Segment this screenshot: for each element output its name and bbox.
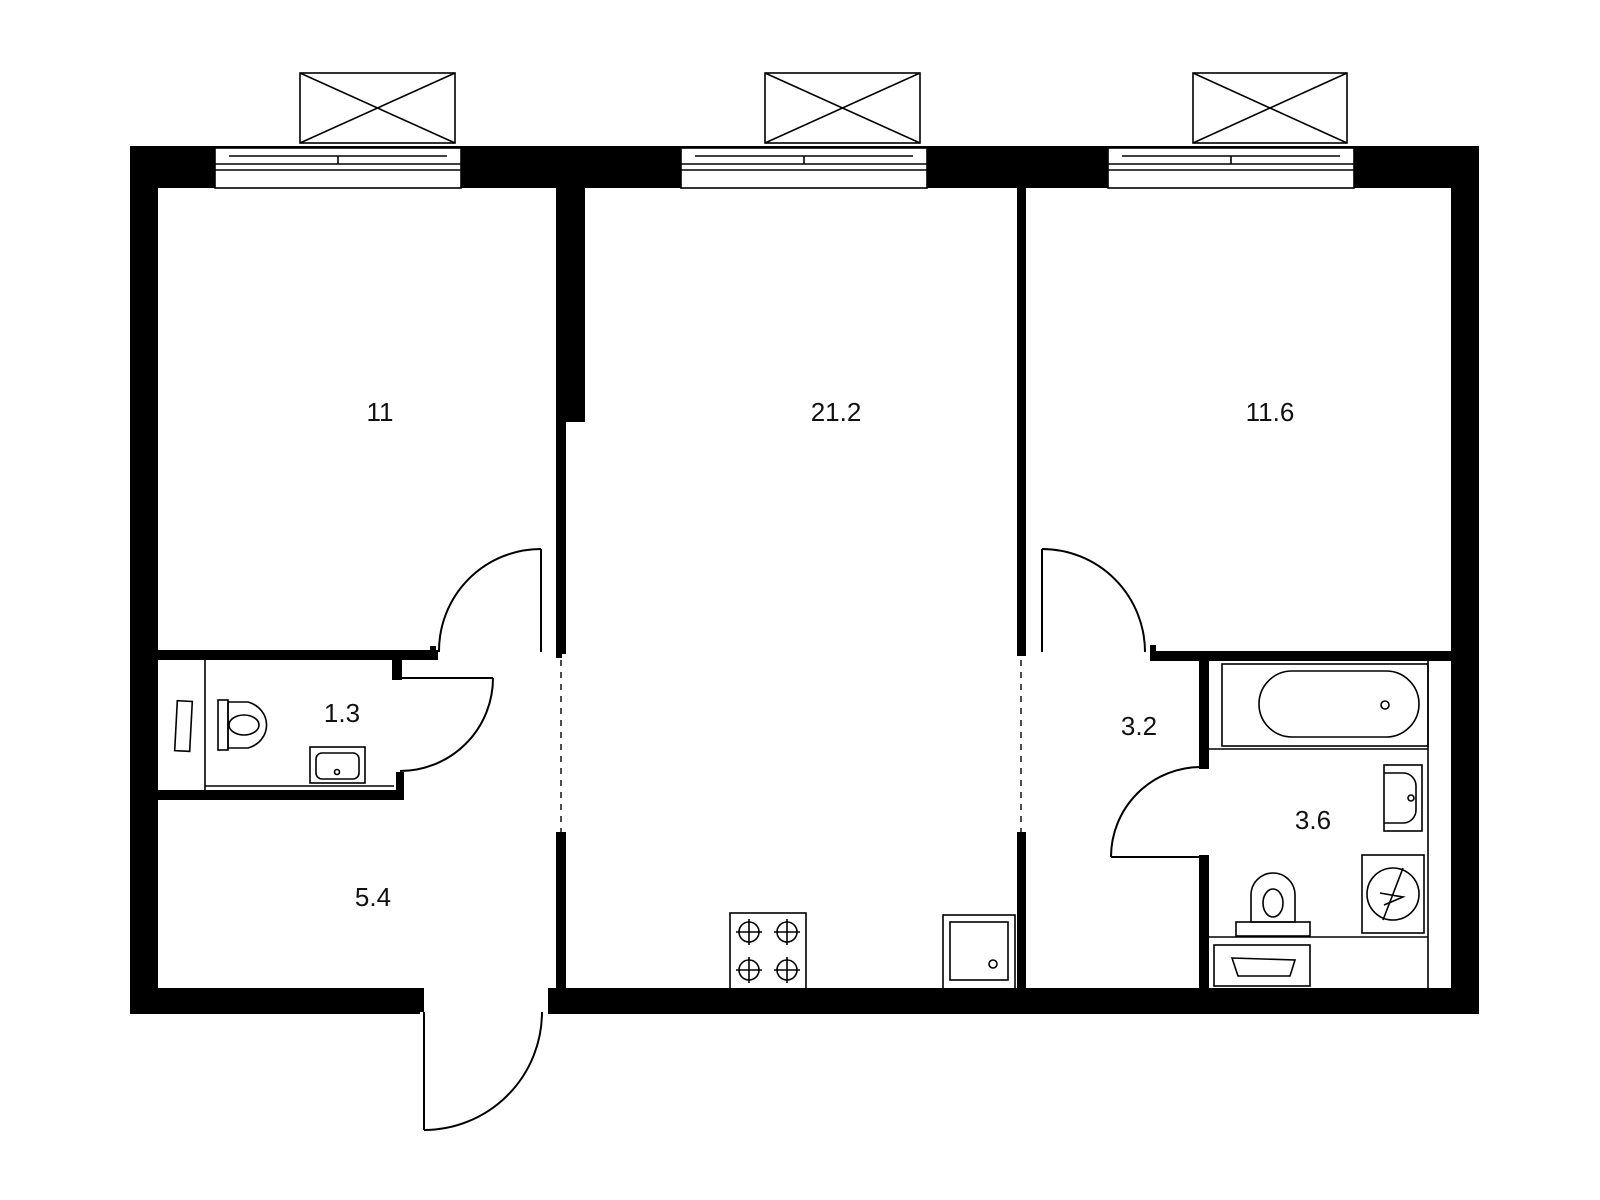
kitchen-sink-icon	[942, 914, 1016, 990]
door-entrance	[423, 1011, 543, 1131]
washing-machine-icon	[1361, 854, 1425, 934]
balcony-unit-left	[299, 72, 456, 144]
room-area-bedroom-left: 11	[367, 397, 394, 427]
bathroom-sink-icon	[1383, 764, 1423, 832]
balcony-unit-middle	[764, 72, 921, 144]
toilet-room-fixtures	[173, 660, 394, 790]
door-toilet	[399, 677, 494, 772]
room-area-bathroom: 3.6	[1295, 805, 1331, 835]
door-bathroom	[1110, 766, 1202, 858]
window-middle	[680, 147, 928, 189]
room-area-hall: 5.4	[355, 882, 391, 912]
room-area-corridor: 3.2	[1121, 711, 1157, 741]
room-area-bedroom-right: 11.6	[1246, 397, 1295, 427]
sink-icon	[309, 746, 366, 784]
toilet-icon	[217, 699, 268, 751]
bathroom-fixtures	[1209, 661, 1429, 988]
interior-walls	[156, 186, 1453, 1012]
openings	[560, 660, 1022, 832]
window-left	[214, 147, 462, 189]
room-area-toilet: 1.3	[324, 698, 360, 728]
balcony-unit-right	[1192, 72, 1348, 144]
window-right	[1107, 147, 1355, 189]
bathtub-icon	[1221, 663, 1429, 747]
bathroom-toilet-icon	[1235, 872, 1311, 937]
outer-walls	[130, 146, 1479, 1014]
door-right-bedroom	[1041, 548, 1146, 653]
bathroom-cabinet-icon	[1213, 944, 1311, 987]
room-area-kitchen-living: 21.2	[811, 397, 862, 427]
stove-icon	[729, 912, 807, 990]
door-left-bedroom	[437, 548, 542, 653]
